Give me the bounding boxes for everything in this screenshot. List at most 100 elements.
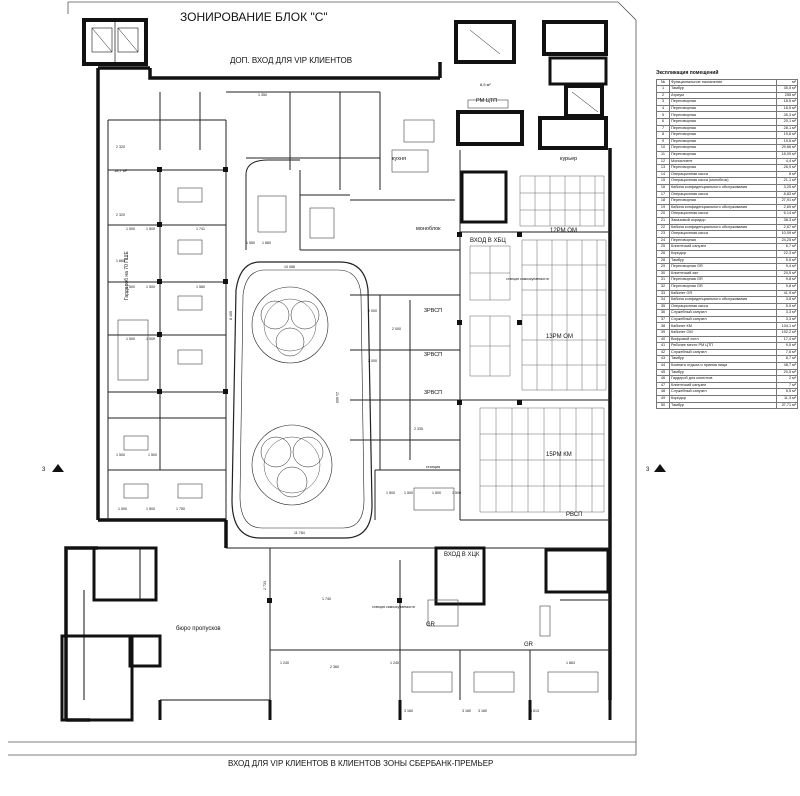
- dimension-label: 1 741: [196, 227, 205, 231]
- legend-cell-area: 5,5 м²: [776, 388, 798, 396]
- legend-cell-no: 30: [656, 269, 670, 278]
- legend-cell-area: 3,3 м²: [776, 309, 798, 317]
- room-label-rvsp3-c: 3РВСП: [424, 390, 442, 396]
- legend-cell-no: 5: [656, 111, 670, 120]
- legend-cell-area: 3,3 м²: [776, 315, 798, 324]
- room-label-bureau: бюро пропусков: [176, 626, 221, 632]
- room-label-rvsp3-a: 3РВСП: [424, 308, 442, 314]
- dimension-label: 3 160: [404, 709, 413, 713]
- legend-cell-no: 43: [656, 355, 670, 364]
- section-markers: 3 3: [42, 464, 666, 473]
- legend-cell-name: Моноклиент: [669, 157, 777, 166]
- legend-cell-name: Переговорная: [669, 98, 777, 106]
- legend-cell-area: 22,3 м²: [776, 249, 798, 258]
- legend-cell-no: 50: [656, 401, 670, 410]
- legend-cell-no: 21: [656, 216, 670, 225]
- dimension-label: 1 500: [126, 337, 135, 341]
- legend-cell-area: 3,8 м²: [776, 296, 798, 304]
- legend-cell-name: Переговорная: [669, 111, 777, 120]
- legend-cell-no: 31: [656, 276, 670, 284]
- legend-cell-area: 37,71 м²: [776, 401, 798, 410]
- room-label-rvsp3-b: 3РВСП: [424, 352, 442, 358]
- legend-cell-area: 255 м²: [776, 91, 798, 100]
- legend-cell-no: 49: [656, 395, 670, 403]
- dimension-label: 1 863: [566, 661, 575, 665]
- dimension-label: 21 605: [335, 392, 339, 403]
- legend-cell-name: Рабочее место РМ ЦТП: [669, 342, 777, 350]
- columns: [157, 167, 522, 603]
- room-schedule-legend: Экспликация помещений № Функциональное н…: [656, 70, 798, 410]
- legend-cell-name: Кабинет ОМ: [669, 329, 777, 337]
- room-label-entry-hbts: ВХОД В ХБЦ: [470, 238, 506, 244]
- legend-cell-no: 29: [656, 263, 670, 271]
- legend-cell-no: 42: [656, 348, 670, 357]
- dimension-label: 1 500: [116, 453, 125, 457]
- legend-cell-name: Переговорная: [669, 144, 777, 153]
- legend-cell-no: 16: [656, 184, 670, 192]
- legend-cell-no: 45: [656, 368, 670, 377]
- dimension-label: 2 000: [368, 309, 377, 313]
- legend-cell-no: 41: [656, 342, 670, 350]
- legend-cell-area: 18,09 м²: [776, 151, 798, 159]
- legend-cell-no: 39: [656, 329, 670, 337]
- dimension-label: 1 500: [146, 507, 155, 511]
- legend-cell-area: 4,4 м²: [776, 157, 798, 166]
- legend-cell-no: 3: [656, 98, 670, 106]
- dimension-label: 1 350: [258, 93, 267, 97]
- legend-cell-area: 9,5 м²: [776, 342, 798, 350]
- legend-cell-no: 17: [656, 190, 670, 199]
- room-label-kitchen: кухня: [392, 156, 406, 162]
- section-marker-left: [52, 464, 64, 472]
- dimension-label: 2 000: [392, 327, 401, 331]
- legend-cell-name: Кабина конфиденциального обслуживания: [669, 203, 777, 212]
- legend-cell-name: Вифровой холл: [669, 335, 777, 344]
- legend-cell-no: 2: [656, 91, 670, 100]
- legend-cell-area: 20,5 м²: [776, 368, 798, 377]
- furniture: [117, 99, 599, 693]
- room-label-courier: курьер: [560, 156, 577, 162]
- legend-cell-name: Кабинет GR: [669, 289, 777, 298]
- section-mark-right: 3: [646, 467, 650, 473]
- legend-cell-no: 47: [656, 381, 670, 390]
- dimension-label: 1 240: [280, 661, 289, 665]
- legend-cell-name: Клиентский санузел: [669, 243, 777, 251]
- dimension-label: 8 613: [530, 709, 539, 713]
- room-label-station-2: станция: [426, 465, 440, 469]
- legend-cell-area: 35,3 м²: [776, 111, 798, 120]
- legend-cell-no: 14: [656, 170, 670, 179]
- legend-cell-area: 35,5 м²: [776, 85, 798, 93]
- dimension-label: 11 784: [294, 531, 305, 535]
- legend-cell-name: Переговорная: [669, 236, 777, 245]
- page-title: ЗОНИРОВАНИЕ БЛОК "С": [180, 10, 328, 24]
- legend-cell-no: 8: [656, 131, 670, 139]
- legend-cell-no: 24: [656, 236, 670, 245]
- legend-cell-name: Кабинет КМ: [669, 322, 777, 331]
- dimension-label: 1 500: [126, 285, 135, 289]
- legend-cell-no: 22: [656, 223, 670, 232]
- legend-cell-area: 6,7 м²: [776, 243, 798, 251]
- legend-cell-name: Служебный санузел: [669, 309, 777, 317]
- legend-cell-no: 4: [656, 104, 670, 113]
